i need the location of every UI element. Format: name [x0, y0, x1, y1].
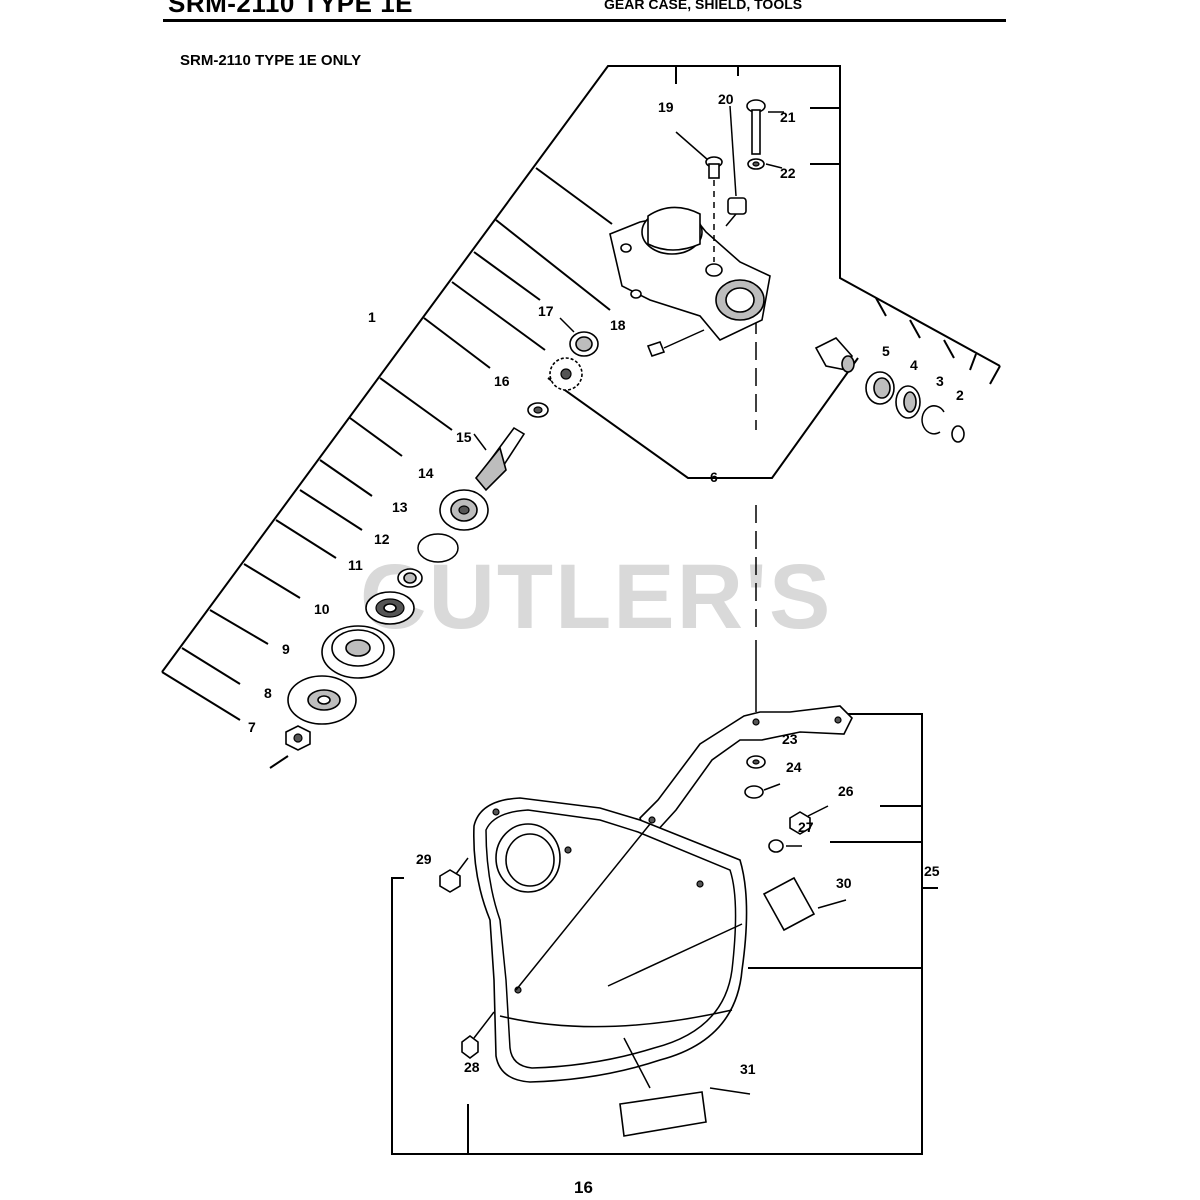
part-7-nut: [285, 725, 311, 751]
callout-7: 7: [248, 719, 256, 735]
part-24-nut: [746, 755, 766, 769]
page-number: 16: [574, 1178, 593, 1197]
part-28-bolt: [461, 1011, 495, 1059]
callout-23: 23: [782, 731, 798, 747]
part-16-washer: [527, 402, 549, 418]
part-12-bushing: [397, 568, 423, 588]
part-31-label: [619, 1037, 751, 1137]
part-11-bearing: [365, 591, 415, 625]
blade-shield: [473, 797, 748, 1083]
header-rule: [163, 19, 1006, 22]
callout-29: 29: [416, 851, 432, 867]
part-4-seal: [895, 385, 921, 419]
bracket-6: [547, 357, 859, 479]
callout-14: 14: [418, 465, 434, 481]
gear-case: [609, 206, 771, 341]
part-9-cover: [287, 675, 357, 725]
bevel-gear: [549, 357, 583, 391]
part-23-brace: [639, 705, 853, 833]
part-14-bearing: [439, 489, 489, 531]
watermark-text: CUTLER'S: [360, 546, 832, 648]
bracket-25-lower: [391, 877, 923, 1155]
part-22-washer: [747, 158, 783, 170]
callout-5: 5: [882, 343, 890, 359]
part-15-shaft: [473, 426, 526, 492]
callout-18: 18: [610, 317, 626, 333]
part-5-bearing: [865, 371, 895, 405]
callout-21: 21: [780, 109, 796, 125]
part-27-washer: [768, 839, 802, 853]
part-2-ring: [951, 425, 965, 443]
part-26-bolt: [789, 805, 829, 835]
callout-17: 17: [538, 303, 554, 319]
callout-27: 27: [798, 819, 814, 835]
callout-8: 8: [264, 685, 272, 701]
callout-22: 22: [780, 165, 796, 181]
callout-30: 30: [836, 875, 852, 891]
part-13-snap-ring: [417, 533, 459, 563]
callout-31: 31: [740, 1061, 756, 1077]
part-30-label: [762, 876, 847, 932]
part-19-screw: [675, 131, 723, 262]
part-10-blade-holder: [321, 625, 395, 679]
section-title: GEAR CASE, SHIELD, TOOLS: [604, 0, 803, 12]
part-21-bolt: [746, 99, 784, 155]
callout-labels: 1 2 3 4 5 6 7 8 9 10 11 12 13 14 15 16 1…: [248, 91, 964, 1077]
callout-20: 20: [718, 91, 734, 107]
callout-3: 3: [936, 373, 944, 389]
callout-11: 11: [348, 557, 363, 573]
assembly-bracket-1: [161, 65, 1001, 721]
part-29-bolt: [439, 857, 469, 893]
part-20-plug: [725, 105, 747, 227]
model-title: SRM-2110 TYPE 1E: [168, 0, 413, 18]
callout-26: 26: [838, 783, 854, 799]
part-17-bearing: [559, 317, 599, 357]
part-3-circlip: [921, 405, 945, 435]
callout-12: 12: [374, 531, 390, 547]
callout-2: 2: [956, 387, 964, 403]
pinion-gear: [814, 337, 855, 373]
callout-6: 6: [710, 469, 718, 485]
part-24b-nut: [744, 783, 781, 799]
callout-25: 25: [924, 863, 940, 879]
cotter-pin: [269, 755, 289, 769]
callout-10: 10: [314, 601, 330, 617]
callout-24: 24: [786, 759, 802, 775]
callout-15: 15: [456, 429, 472, 445]
diagram-subtitle: SRM-2110 TYPE 1E ONLY: [180, 52, 362, 69]
callout-16: 16: [494, 373, 510, 389]
part-18-key: [646, 329, 705, 357]
callout-13: 13: [392, 499, 408, 515]
callout-19: 19: [658, 99, 674, 115]
callout-1: 1: [368, 309, 376, 325]
callout-9: 9: [282, 641, 290, 657]
callout-4: 4: [910, 357, 918, 373]
callout-28: 28: [464, 1059, 480, 1075]
